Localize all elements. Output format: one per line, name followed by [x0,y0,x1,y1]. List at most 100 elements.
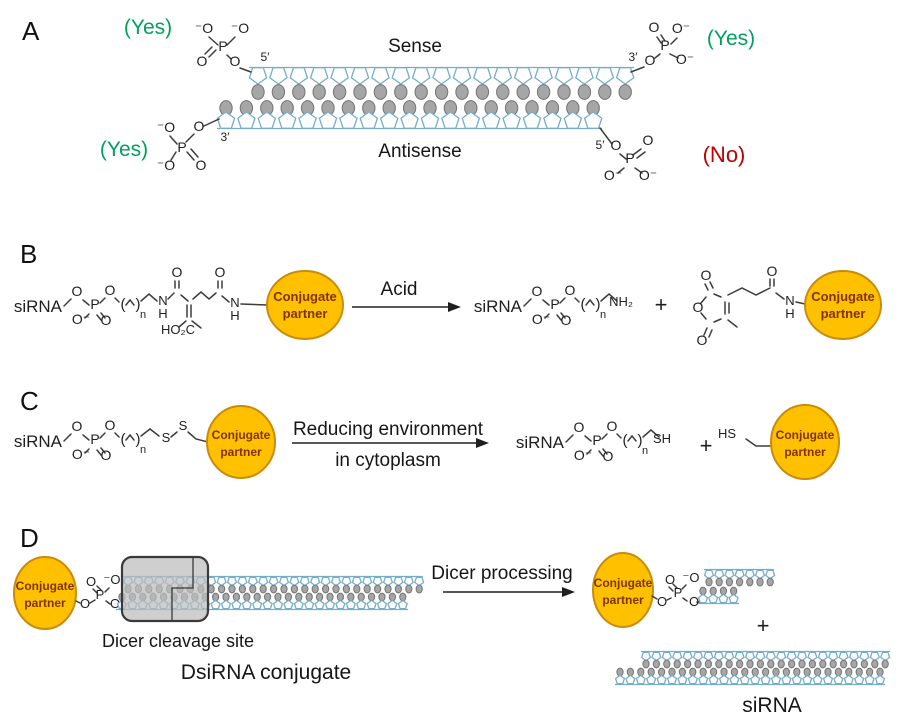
maleate-conjugate-structure: siRNA O P O⁻ O O ( ) n N H O HO₂C O N H … [14,264,344,340]
atom-O: O [72,418,83,434]
conjugate-partner-line1: Conjugate [594,576,653,590]
atom-O-minus: O⁻ [72,311,90,327]
atom-O: O [230,53,241,69]
dsirna-conjugate-label: DsiRNA conjugate [181,661,351,684]
phosphate-5p-antisense: 5′ O O P O⁻ O⁻ [596,127,657,183]
atom-O-minus: O⁻ [574,447,592,463]
atom-O-minus: ⁻O [231,20,249,36]
carboxyl-group: HO₂C [161,322,195,337]
atom-O: O [86,574,96,589]
amine-group: NH₂ [609,294,633,309]
atom-O: O [665,572,675,587]
atom-H: H [230,308,239,323]
repeat-n: n [642,445,648,457]
arrowhead [562,587,575,597]
conjugate-partner-ellipse [592,552,654,628]
bracket-open: ( [623,432,628,449]
bracket-open: ( [121,296,126,313]
five-prime-label: 5′ [261,50,271,64]
panel-b: B siRNA O P O⁻ O O ( ) n N H O HO₂C O N … [14,239,882,348]
atom-O-minus: O⁻ [72,446,90,462]
atom-H: H [785,306,794,321]
bracket-open: ( [581,296,586,313]
atom-O: O [101,447,112,463]
atom-P: P [218,38,227,54]
atom-O-minus: ⁻O [683,570,700,585]
atom-O-minus: ⁻O [157,119,175,135]
anhydride-conjugate-structure: O O O O N H Conjugate partner [693,263,882,348]
atom-P: P [592,432,601,448]
atom-P: P [625,150,634,166]
bracket-close: ) [136,296,141,313]
acid-label: Acid [381,279,418,300]
atom-O: O [172,264,183,280]
atom-S: S [179,418,188,433]
atom-O: O [611,137,622,153]
dicer-cleavage-site-label: Dicer cleavage site [102,631,254,651]
atom-O: O [657,594,667,609]
atom-O: O [607,418,618,434]
atom-P: P [90,296,99,312]
conjugate-partner-ellipse [804,270,882,340]
repeat-n: n [140,444,146,456]
atom-O-minus: O⁻ [676,51,694,67]
atom-O: O [649,19,660,35]
atom-O: O [532,283,543,299]
atom-O-minus: O⁻ [604,167,622,183]
atom-O: O [105,282,116,298]
three-prime-label: 3′ [629,50,639,64]
sirna-label: siRNA [14,432,63,451]
sirna-label: siRNA [14,297,63,316]
bracket-close: ) [136,431,141,448]
atom-O: O [574,419,585,435]
three-prime-label: 3′ [221,130,231,144]
conjugate-partner-ellipse [206,405,276,479]
atom-N: N [158,293,167,308]
bracket-close: ) [638,432,643,449]
conjugate-partner-line1: Conjugate [16,579,75,593]
atom-N: N [230,295,239,310]
atom-O: O [101,312,112,328]
phosphate-3p-antisense: ⁻O O P ⁻O O 3′ [157,118,230,173]
panel-a: A (Yes) (Yes) (Yes) (No) Sense Antisense… [22,16,755,183]
atom-O: O [105,417,116,433]
conjugate-partner-line2: partner [24,596,66,610]
atom-O-minus: O⁻ [532,311,550,327]
cleavage-step-line [171,558,194,620]
conjugate-partner-line2: partner [283,306,328,321]
atom-P: P [90,431,99,447]
atom-O: O [643,132,654,148]
atom-O: O [689,594,699,609]
atom-O-minus: ⁻O [157,157,175,173]
atom-O-minus: O⁻ [672,20,690,36]
atom-O: O [72,283,83,299]
conjugate-partner-line2: partner [821,306,866,321]
panel-b-label: B [20,239,37,269]
bracket-close: ) [596,296,601,313]
carbonyl-O: O [701,267,712,283]
acid-reaction-arrow: Acid [352,279,461,312]
ring-O: O [693,299,704,315]
atom-O: O [194,118,205,134]
conjugate-partner-ellipse [13,556,77,630]
phosphate-linker-right: O ⁻O P O O [651,570,704,609]
repeat-n: n [600,309,606,321]
reducing-reaction-arrow: Reducing environment in cytoplasm [292,419,489,471]
thiol-group: HS [718,426,736,441]
disulfide-conjugate-structure: siRNA O P O⁻ O O ( ) n S S Conjugate par… [14,405,276,479]
thiol-conjugate-partner: HS Conjugate partner [718,404,840,480]
atom-P: P [660,37,669,53]
sirna-label: siRNA [474,297,523,316]
atom-O-minus: O⁻ [639,167,657,183]
panel-c-label: C [20,386,39,416]
atom-P: P [674,585,683,600]
atom-O-minus: ⁻O [195,20,213,36]
conjugate-fragment-duplex [697,568,776,605]
atom-N: N [785,293,794,308]
atom-O: O [645,52,656,68]
atom-O: O [80,596,90,611]
atom-S: S [162,430,171,445]
phosphate-5p-sense: ⁻O ⁻O P O O 5′ [195,20,271,73]
conjugate-partner-line1: Conjugate [811,289,875,304]
thiol-product-structure: siRNA O P O⁻ O O ( ) n SH [516,418,671,464]
